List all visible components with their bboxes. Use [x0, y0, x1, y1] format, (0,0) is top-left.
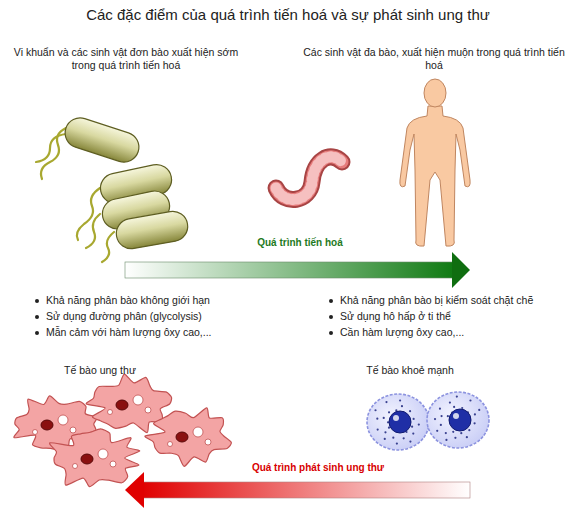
carcinogenesis-arrow — [125, 472, 470, 508]
bacteria — [61, 114, 190, 251]
organism-caption: Các sinh vật đa bào, xuất hiện muộn tron… — [300, 46, 568, 72]
cell-caption: Tế bào khoẻ mạnh — [330, 364, 490, 377]
cells — [14, 374, 489, 487]
bullet-dot — [35, 331, 39, 335]
healthy-cell — [367, 394, 429, 450]
organism-caption: Vi khuẩn và các sinh vật đơn bào xuất hi… — [4, 46, 248, 72]
bullet-dot — [329, 331, 333, 335]
healthy-cell — [427, 392, 489, 448]
bullet-dot — [329, 299, 333, 303]
bullet-dot — [329, 315, 333, 319]
title: Các đặc điểm của quá trình tiến hoá và s… — [4, 6, 572, 25]
bullet-item: Khả năng phân bào không giới hạn — [46, 294, 286, 307]
bullet-dot — [35, 315, 39, 319]
cancer-cell — [145, 408, 231, 467]
bullet-item: Cần hàm lượng ôxy cao,... — [340, 326, 572, 339]
cancer-cell — [50, 429, 140, 487]
cell-caption: Tế bào ung thư — [20, 364, 180, 377]
bullet-item: Mẫn cảm với hàm lượng ôxy cao,... — [46, 326, 286, 339]
bullet-item: Sử dụng hô hấp ở ti thể — [340, 310, 572, 323]
worm — [276, 157, 342, 200]
arrow-label: Quá trình tiến hoá — [200, 237, 400, 250]
bullet-dot — [35, 299, 39, 303]
arrow-label: Quá trình phát sinh ung thư — [208, 462, 428, 475]
evolution-arrow — [125, 252, 470, 288]
human-figure — [400, 79, 470, 246]
bullet-item: Sử dụng đường phân (glycolysis) — [46, 310, 286, 323]
bullet-item: Khả năng phân bào bị kiểm soát chặt chẽ — [340, 294, 572, 307]
